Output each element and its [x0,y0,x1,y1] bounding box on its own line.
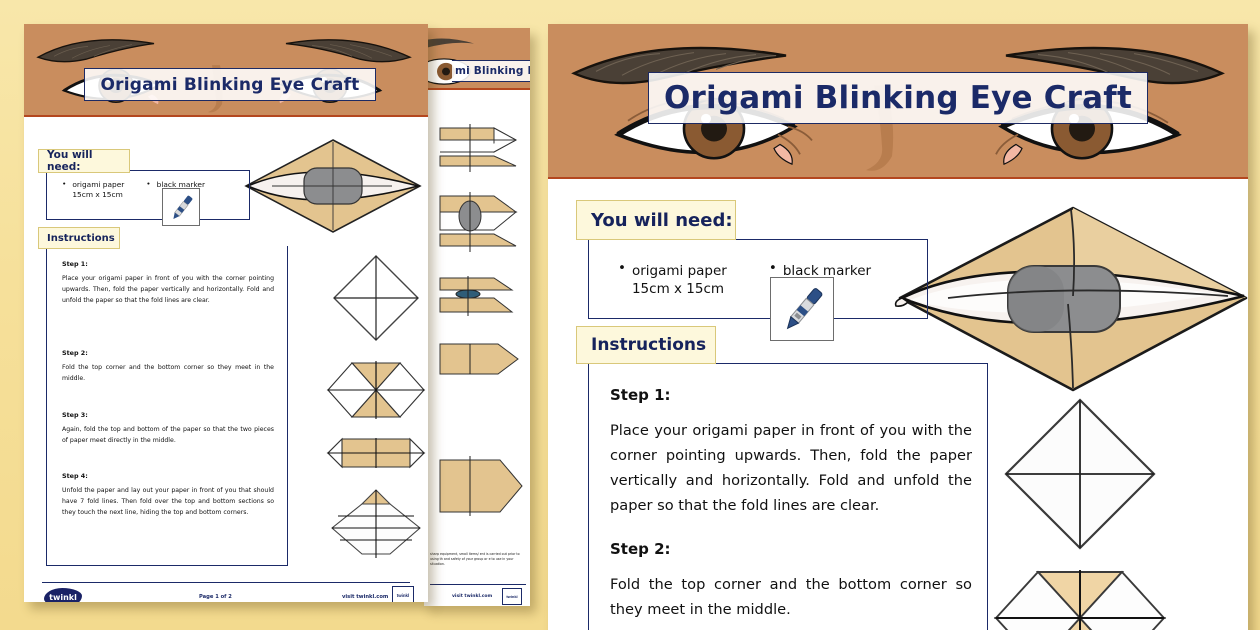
large-materials-list: • origami paper 15cm x 15cm • black mark… [618,260,938,298]
page2-visit-label[interactable]: visit twinkl.com [452,594,493,599]
large-step-1-text: Place your origami paper in front of you… [610,422,972,515]
large-step-2-text: Fold the top corner and the bottom corne… [610,576,972,619]
large-instructions-tab-label: Instructions [591,335,707,355]
small-step-4-heading: Step 4: [62,472,88,480]
page2-title-text: mi Blinking Eye [455,65,530,77]
small-step-2: Step 2: Fold the top corner and the bott… [62,349,274,385]
large-diagram-step-1 [1004,398,1156,550]
small-marker-box [162,188,200,226]
page2-diagram-c [439,276,514,316]
small-diagram-step-3 [326,437,426,469]
page2-diagram-e [439,456,523,516]
large-marker-box [770,277,834,341]
large-materials-box-top-right [736,239,928,240]
worksheet-page-1-large[interactable]: Origami Blinking Eye Craft You will need… [548,24,1248,630]
small-title-plate: Origami Blinking Eye Craft [84,68,376,101]
large-diagram-step-2 [993,570,1167,630]
small-materials-list: • origami paper 15cm x 15cm • black mark… [62,180,252,200]
large-title-plate: Origami Blinking Eye Craft [648,72,1148,124]
small-material-item-2: • black marker [146,180,205,200]
small-step-3: Step 3: Again, fold the top and bottom o… [62,411,274,447]
small-finished-model [244,139,422,233]
large-instructions-box-top-right [716,363,988,364]
small-diagram-step-4 [331,489,421,558]
bullet-icon: • [618,260,626,276]
large-material-item-1: • origami paper 15cm x 15cm [618,260,727,298]
large-material-1-text: origami paper 15cm x 15cm [631,263,727,298]
black-marker-icon [173,195,193,220]
small-step-4-text: Unfold the paper and lay out your paper … [62,487,274,516]
page2-title-plate: mi Blinking Eye [452,60,530,82]
large-instructions-box [588,363,988,630]
small-title-text: Origami Blinking Eye Craft [100,74,360,95]
large-materials-tab-label: You will need: [591,209,733,231]
small-step-1: Step 1: Place your origami paper in fron… [62,260,274,307]
bullet-icon: • [768,260,777,276]
page2-diagram-d [439,343,519,375]
small-footer-rule [42,582,410,583]
small-diagram-step-1 [333,255,419,341]
small-footer-page-label: Page 1 of 2 [199,594,232,600]
page2-twinkl-badge: twinkl [502,588,522,605]
small-materials-box [46,170,250,220]
large-finished-model [894,206,1248,392]
page2-footer-rule [430,584,526,585]
small-step-3-text: Again, fold the top and bottom of the pa… [62,426,274,444]
twinkl-logo-text: twinkl [49,593,77,602]
large-step-1-heading: Step 1: [610,386,671,404]
page2-badge-label: twinkl [506,594,518,599]
large-step-2-heading: Step 2: [610,540,671,558]
small-step-3-heading: Step 3: [62,411,88,419]
large-materials-tab[interactable]: You will need: [576,200,736,240]
small-footer-visit-label[interactable]: visit twinkl.com [342,594,389,600]
worksheet-page-2[interactable]: mi Blinking Eye [424,28,530,606]
worksheet-page-1-small[interactable]: Origami Blinking Eye Craft You will need… [24,24,428,602]
small-materials-tab[interactable]: You will need: [38,149,130,173]
bullet-icon: • [146,179,151,188]
page2-diagram-b [439,192,518,252]
small-diagram-step-2 [326,361,426,419]
large-material-item-2: • black marker [768,260,872,298]
small-twinkl-badge: twinkl [392,586,414,602]
small-materials-tab-label: You will need: [47,149,93,173]
large-instructions-tab[interactable]: Instructions [576,326,716,364]
small-step-1-heading: Step 1: [62,260,88,268]
twinkl-logo[interactable]: twinkl [44,588,82,602]
page2-disclaimer: sharp equipment, small items/ ent is car… [430,552,520,566]
small-step-2-text: Fold the top corner and the bottom corne… [62,364,274,382]
small-step-4: Step 4: Unfold the paper and lay out you… [62,472,274,519]
small-step-1-text: Place your origami paper in front of you… [62,275,274,304]
large-materials-box [588,239,928,319]
large-title-text: Origami Blinking Eye Craft [663,80,1132,116]
small-material-item-1: • origami paper 15cm x 15cm [62,180,124,200]
bullet-icon: • [62,179,67,188]
small-material-2-text: black marker [156,180,205,189]
small-materials-box-top [130,170,250,171]
page2-diagram-a [439,124,518,172]
small-instructions-tab[interactable]: Instructions [38,227,120,249]
small-instructions-box [46,246,288,566]
small-instructions-tab-label: Instructions [47,232,115,244]
small-material-1-text: origami paper 15cm x 15cm [72,180,125,199]
large-step-2: Step 2: Fold the top corner and the bott… [610,540,972,622]
large-material-2-text: black marker [782,263,872,279]
small-badge-label: twinkl [396,593,410,598]
black-marker-icon [786,288,823,330]
large-step-1: Step 1: Place your origami paper in fron… [610,386,972,518]
small-step-2-heading: Step 2: [62,349,88,357]
